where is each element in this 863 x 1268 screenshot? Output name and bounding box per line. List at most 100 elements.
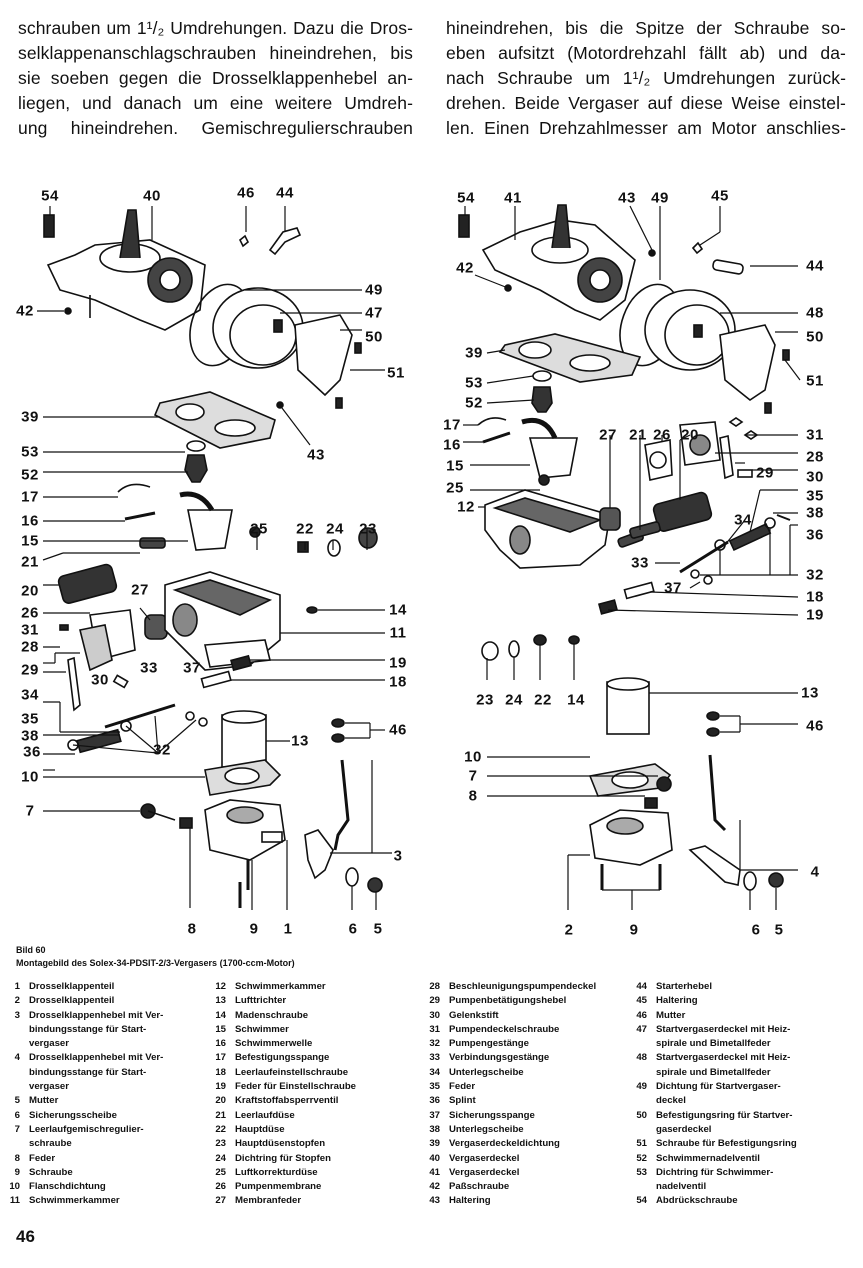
legend-item-description: Schraube xyxy=(29,1166,73,1178)
callout-label: 36 xyxy=(23,743,41,761)
callout-label: 50 xyxy=(365,328,383,346)
text-line: len. Einen Drehzahlmesser am Motor ansch… xyxy=(446,118,846,138)
callout-label: 6 xyxy=(751,921,761,939)
legend-item-description: Pumpenmembrane xyxy=(235,1181,322,1193)
figure-title: Montagebild des Solex-34-PDSIT-2/3-Verga… xyxy=(16,958,295,968)
callout-label: 28 xyxy=(806,448,824,466)
callout-label: 15 xyxy=(446,457,464,475)
legend-item-description: Madenschraube xyxy=(235,1009,309,1021)
callout-label: 17 xyxy=(443,416,461,434)
callout-label: 15 xyxy=(21,532,39,550)
callout-label: 22 xyxy=(296,520,314,538)
legend-item-description: Schwimmerwelle xyxy=(235,1038,313,1050)
callout-label: 42 xyxy=(16,302,34,320)
body-text-left-column: schrauben um 1¹/₂ Umdrehungen. Dazu die … xyxy=(18,16,413,141)
legend-item-description: Feder xyxy=(29,1152,56,1164)
legend-item-description: Vergaserdeckeldichtung xyxy=(449,1138,560,1150)
callout-label: 31 xyxy=(21,621,39,639)
callout-label: 46 xyxy=(806,717,824,735)
callout-label: 25 xyxy=(446,479,464,497)
exploded-view-diagram: 54 40 46 44 42 49 47 50 51 39 43 53 52 1… xyxy=(0,170,863,940)
callout-label: 16 xyxy=(21,512,39,530)
callout-label: 43 xyxy=(618,189,636,207)
legend-item-description: Splint xyxy=(449,1095,476,1107)
legend-item-description: Mutter xyxy=(29,1095,59,1107)
callout-label: 7 xyxy=(468,767,478,785)
legend-item-number: 23 xyxy=(215,1138,226,1150)
callout-label: 49 xyxy=(365,281,383,299)
callout-label: 48 xyxy=(806,304,824,322)
legend-item-number: 38 xyxy=(429,1123,440,1135)
callout-label: 5 xyxy=(774,921,784,939)
legend-item: 5 Mutter xyxy=(0,1094,200,1108)
legend-item-description: Schwimmerkammer xyxy=(235,981,326,992)
legend-item-description: Schraube für Befestigungsring xyxy=(656,1138,797,1150)
callout-label: 54 xyxy=(41,187,59,205)
callout-label: 16 xyxy=(443,436,461,454)
callout-label: 40 xyxy=(143,187,161,205)
callout-label: 2 xyxy=(564,921,574,939)
legend-item-description: Gelenkstift xyxy=(449,1009,499,1021)
legend-item-description: Befestigungsring für Startver- gaserdeck… xyxy=(656,1109,793,1135)
legend-item: 38 Unterlegscheibe xyxy=(420,1123,630,1137)
callout-label: 38 xyxy=(806,504,824,522)
legend-item-number: 51 xyxy=(636,1138,647,1150)
callout-label: 8 xyxy=(468,787,478,805)
callout-label: 13 xyxy=(801,684,819,702)
text-line: eben aufsitzt (Motordrehzahl fällt ab) u… xyxy=(446,43,846,63)
legend-item-number: 14 xyxy=(215,1009,226,1021)
legend-item-number: 40 xyxy=(429,1152,440,1164)
callout-label: 9 xyxy=(629,921,639,939)
legend-item-description: Unterlegscheibe xyxy=(449,1123,524,1135)
legend-item-description: Luftkorrekturdüse xyxy=(235,1166,318,1178)
legend-item-number: 44 xyxy=(636,981,647,992)
callout-label: 10 xyxy=(21,768,39,786)
legend-item-description: Membranfeder xyxy=(235,1195,302,1207)
legend-item-number: 20 xyxy=(215,1095,226,1107)
legend-item-description: Vergaserdeckel xyxy=(449,1166,520,1178)
legend-item-description: Haltering xyxy=(656,995,698,1007)
callout-label: 39 xyxy=(21,408,39,426)
legend-item-description: Pumpengestänge xyxy=(449,1038,529,1050)
legend-item-description: Beschleunigungspumpendeckel xyxy=(449,981,597,992)
legend-item-number: 54 xyxy=(636,1195,647,1207)
legend-item-number: 22 xyxy=(215,1123,226,1135)
legend-item-description: Drosselklappenteil xyxy=(29,995,115,1007)
callout-label: 52 xyxy=(21,466,39,484)
callout-label: 30 xyxy=(91,671,109,689)
legend-item-description: Paßschraube xyxy=(449,1181,510,1193)
text-line: schrauben um 1¹/₂ Umdrehungen. Dazu die … xyxy=(18,18,413,38)
legend-item-description: Startvergaserdeckel mit Heiz- spirale un… xyxy=(656,1052,791,1078)
callout-label: 12 xyxy=(457,498,475,516)
callout-label: 49 xyxy=(651,189,669,207)
callout-label: 41 xyxy=(504,189,522,207)
legend-item-number: 46 xyxy=(636,1009,647,1021)
legend-item-description: Verbindungsgestänge xyxy=(449,1052,550,1064)
legend-item: 40 Vergaserdeckel xyxy=(420,1152,630,1166)
legend-item-number: 5 xyxy=(14,1095,20,1107)
callout-label: 18 xyxy=(806,588,824,606)
legend-item-description: Flanschdichtung xyxy=(29,1181,106,1193)
callout-label: 26 xyxy=(21,604,39,622)
callout-label: 6 xyxy=(348,920,358,938)
callout-label: 19 xyxy=(389,654,407,672)
legend-item-description: Haltering xyxy=(449,1195,491,1207)
legend-item-description: Kraftstoffabsperrventil xyxy=(235,1095,339,1107)
legend-item-description: Vergaserdeckel xyxy=(449,1152,520,1164)
